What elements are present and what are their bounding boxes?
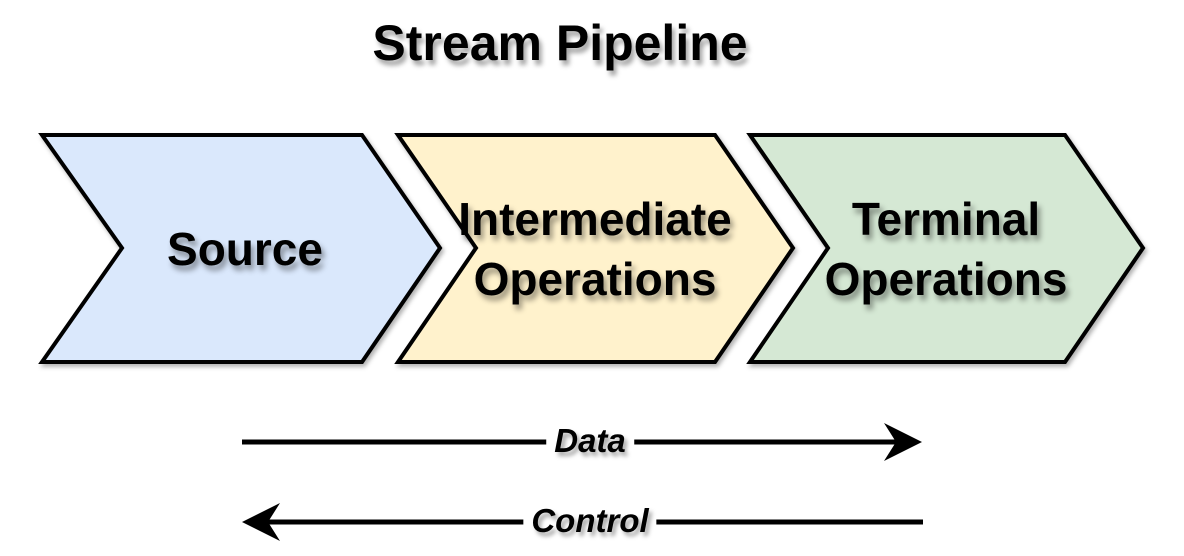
data-arrowhead-icon	[884, 423, 922, 461]
diagram-title: Stream Pipeline	[372, 15, 748, 71]
control-arrowhead-icon	[242, 503, 280, 541]
terminal-operations-chevron-shape	[746, 133, 1146, 364]
intermediate-operations-chevron-shape	[394, 133, 796, 364]
source-chevron-shape	[38, 133, 443, 364]
control-flow-label: Control	[523, 502, 657, 540]
data-flow-label: Data	[546, 422, 634, 460]
